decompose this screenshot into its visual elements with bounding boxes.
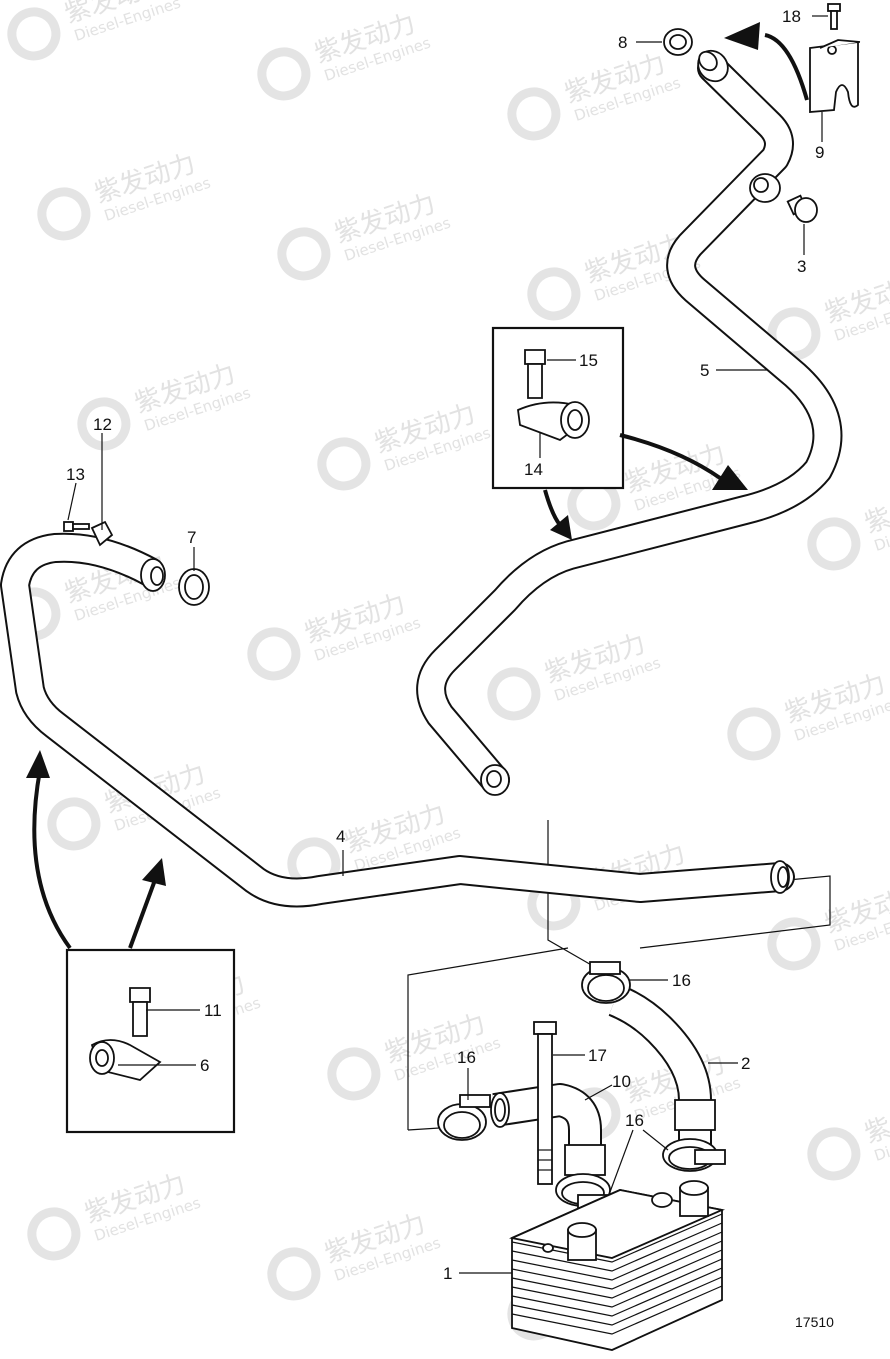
leader-lines xyxy=(67,15,828,1274)
hose-2 xyxy=(608,984,716,1148)
detail-box-bottom xyxy=(65,948,236,1134)
screw-13 xyxy=(63,521,90,532)
callout-8: 8 xyxy=(618,33,627,52)
watermark-brand-cn: 紫发动力 xyxy=(861,1089,890,1150)
detail-box-top xyxy=(491,326,625,490)
callout-3: 3 xyxy=(797,257,806,276)
pipe-4 xyxy=(0,532,795,908)
callout-9: 9 xyxy=(815,143,824,162)
cooler-fin xyxy=(511,1276,723,1326)
callout-15: 15 xyxy=(579,351,598,370)
cooler-fin xyxy=(511,1222,723,1272)
seal-ring-8 xyxy=(663,28,693,56)
oil-cooler-1 xyxy=(509,1180,726,1351)
plug-3 xyxy=(786,194,818,223)
callout-16-right: 16 xyxy=(625,1111,644,1130)
drawing-number: 17510 xyxy=(795,1314,834,1330)
callout-7: 7 xyxy=(187,528,196,547)
direction-arrows xyxy=(26,22,809,950)
callout-labels: 1 2 3 4 5 6 7 8 9 10 11 12 13 14 15 16 1… xyxy=(66,7,824,1283)
callout-4: 4 xyxy=(336,827,345,846)
callout-1: 1 xyxy=(443,1264,452,1283)
callout-11: 11 xyxy=(204,1001,222,1020)
cooler-fin xyxy=(511,1240,723,1290)
cooler-fin xyxy=(511,1249,723,1299)
callout-13: 13 xyxy=(66,465,85,484)
callout-17: 17 xyxy=(588,1046,607,1065)
cooler-fin xyxy=(511,1231,723,1281)
callout-18: 18 xyxy=(782,7,801,26)
hose-clamp-16-left xyxy=(437,1094,491,1141)
cooler-fin xyxy=(511,1285,723,1335)
callout-2: 2 xyxy=(741,1054,750,1073)
watermark-brand-cn: 紫发动力 xyxy=(861,479,890,540)
bolt-18 xyxy=(827,3,841,30)
hose-clamp-16-right xyxy=(662,1138,726,1172)
bracket-9 xyxy=(809,39,861,113)
clip-12 xyxy=(90,520,114,547)
callout-16-upper: 16 xyxy=(672,971,691,990)
callout-6: 6 xyxy=(200,1056,209,1075)
cooler-fin xyxy=(511,1258,723,1308)
hose-10 xyxy=(490,1083,606,1176)
seal-ring-7 xyxy=(178,568,210,606)
callout-10: 10 xyxy=(612,1072,631,1091)
callout-14: 14 xyxy=(524,460,543,479)
callout-16-left: 16 xyxy=(457,1048,476,1067)
cooler-fin xyxy=(511,1267,723,1317)
reference-lines xyxy=(407,820,831,1131)
bolt-17 xyxy=(533,1021,557,1185)
hose-clamp-16-upper xyxy=(581,961,631,1004)
callout-5: 5 xyxy=(700,361,709,380)
callout-12: 12 xyxy=(93,415,112,434)
pipe-5 xyxy=(416,49,843,796)
